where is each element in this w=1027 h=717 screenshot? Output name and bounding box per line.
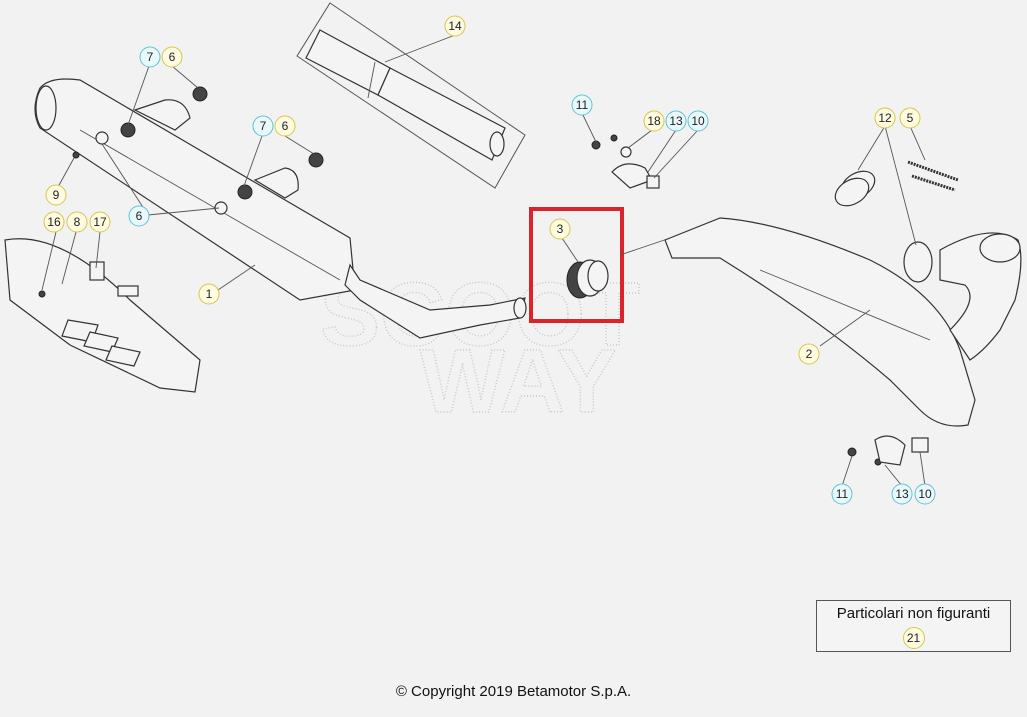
callout-6-c: 6 bbox=[128, 205, 150, 227]
svg-text:3: 3 bbox=[557, 222, 564, 236]
callout-7-b: 7 bbox=[252, 115, 274, 137]
muffler-hardware bbox=[72, 86, 324, 215]
svg-text:10: 10 bbox=[918, 487, 932, 501]
callout-11-a: 11 bbox=[571, 94, 593, 116]
svg-text:11: 11 bbox=[576, 98, 589, 112]
svg-text:6: 6 bbox=[136, 209, 143, 223]
callouts: 1 2 3 5 6 6 6 7 7 8 9 10 10 11 11 12 13 … bbox=[43, 15, 936, 505]
callout-1: 1 bbox=[198, 283, 220, 305]
watermark-line2: WAY bbox=[420, 332, 617, 432]
callout-18: 18 bbox=[643, 110, 665, 132]
svg-text:6: 6 bbox=[169, 50, 176, 64]
svg-text:7: 7 bbox=[260, 119, 267, 133]
part-14-silencer-packing bbox=[296, 2, 526, 189]
svg-text:7: 7 bbox=[147, 50, 154, 64]
svg-text:18: 18 bbox=[647, 114, 661, 128]
callout-7-a: 7 bbox=[139, 46, 161, 68]
callout-9: 9 bbox=[45, 184, 67, 206]
callout-11-b: 11 bbox=[831, 483, 853, 505]
svg-text:13: 13 bbox=[895, 487, 909, 501]
parts-not-shown-note: Particolari non figuranti 21 bbox=[816, 600, 1011, 652]
svg-text:8: 8 bbox=[74, 215, 81, 229]
callout-13-b: 13 bbox=[891, 483, 913, 505]
callout-12: 12 bbox=[874, 107, 896, 129]
part-3-seal bbox=[566, 259, 609, 299]
callout-2: 2 bbox=[798, 343, 820, 365]
bracket-lower bbox=[847, 435, 929, 466]
note-text: Particolari non figuranti bbox=[836, 605, 991, 622]
svg-text:2: 2 bbox=[806, 347, 813, 361]
callout-16: 16 bbox=[43, 211, 65, 233]
part-12-rings bbox=[834, 170, 933, 283]
callout-14: 14 bbox=[444, 15, 466, 37]
note-callout-21: 21 bbox=[902, 627, 925, 649]
callout-6-b: 6 bbox=[274, 115, 296, 137]
svg-text:14: 14 bbox=[448, 19, 462, 33]
svg-text:9: 9 bbox=[53, 188, 60, 202]
callout-17: 17 bbox=[89, 211, 111, 233]
callout-5: 5 bbox=[899, 107, 921, 129]
svg-text:16: 16 bbox=[47, 215, 61, 229]
copyright-footer: © Copyright 2019 Betamotor S.p.A. bbox=[395, 683, 632, 700]
svg-text:6: 6 bbox=[282, 119, 289, 133]
part-5-springs bbox=[907, 160, 959, 192]
callout-10-b: 10 bbox=[914, 483, 936, 505]
svg-text:17: 17 bbox=[93, 215, 107, 229]
svg-text:12: 12 bbox=[878, 111, 892, 125]
svg-text:5: 5 bbox=[907, 111, 914, 125]
svg-text:10: 10 bbox=[691, 114, 705, 128]
bracket-upper bbox=[591, 134, 660, 189]
svg-text:1: 1 bbox=[206, 287, 213, 301]
part-heat-shield bbox=[4, 238, 201, 393]
callout-10-a: 10 bbox=[687, 110, 709, 132]
leader-lines bbox=[41, 34, 926, 487]
callout-3: 3 bbox=[549, 218, 571, 240]
svg-text:13: 13 bbox=[669, 114, 683, 128]
part-1-muffler bbox=[34, 78, 527, 339]
highlight-box-part-3 bbox=[529, 207, 624, 323]
svg-text:11: 11 bbox=[836, 487, 849, 501]
callout-6-a: 6 bbox=[161, 46, 183, 68]
part-2-expansion-chamber bbox=[619, 217, 1022, 427]
callout-8: 8 bbox=[66, 211, 88, 233]
callout-13-a: 13 bbox=[665, 110, 687, 132]
